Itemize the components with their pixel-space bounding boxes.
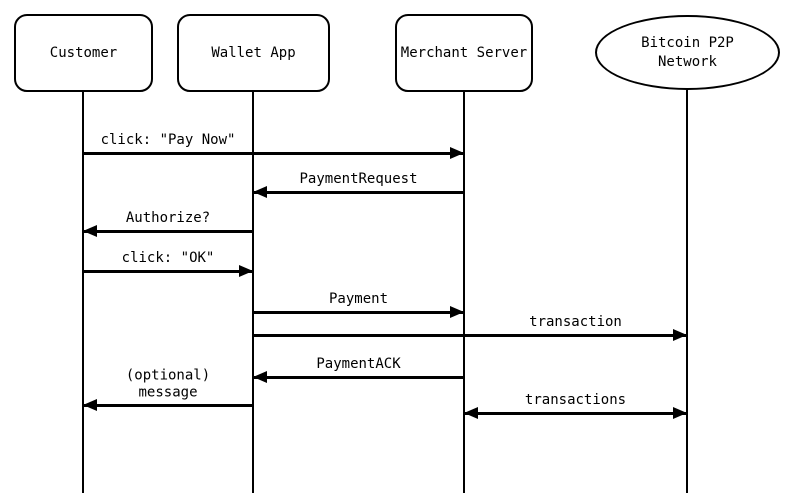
message-line-3 <box>83 270 253 273</box>
lifeline-wallet <box>252 92 254 493</box>
message-line-7 <box>83 404 253 407</box>
actor-merchant: Merchant Server <box>395 14 533 92</box>
lifeline-network <box>686 90 688 493</box>
message-arrowhead-6-left <box>253 371 267 383</box>
message-label-3: click: "OK" <box>121 250 215 267</box>
message-arrowhead-7-left <box>83 399 97 411</box>
message-label-2: Authorize? <box>125 210 211 227</box>
message-line-8 <box>464 412 687 415</box>
message-arrowhead-4-right <box>450 306 464 318</box>
message-arrowhead-5-right <box>673 329 687 341</box>
actor-network-label: Bitcoin P2P Network <box>641 35 734 70</box>
message-arrowhead-1-left <box>253 186 267 198</box>
message-arrowhead-8-left <box>464 407 478 419</box>
message-label-7: (optional) message <box>125 367 211 401</box>
message-label-4: Payment <box>328 291 389 308</box>
message-label-1: PaymentRequest <box>299 171 418 188</box>
message-line-2 <box>83 230 253 233</box>
message-line-5 <box>253 334 687 337</box>
message-label-6: PaymentACK <box>316 356 401 373</box>
actor-wallet-label: Wallet App <box>211 44 296 61</box>
actor-merchant-label: Merchant Server <box>400 44 528 61</box>
actor-wallet: Wallet App <box>177 14 330 92</box>
actor-customer-label: Customer <box>49 44 118 61</box>
actor-customer: Customer <box>14 14 153 92</box>
message-arrowhead-8-right <box>673 407 687 419</box>
message-line-1 <box>253 191 464 194</box>
message-label-8: transactions <box>524 392 627 409</box>
message-arrowhead-3-right <box>239 265 253 277</box>
message-line-4 <box>253 311 464 314</box>
message-line-6 <box>253 376 464 379</box>
lifeline-customer <box>82 92 84 493</box>
message-label-0: click: "Pay Now" <box>100 132 236 149</box>
lifeline-merchant <box>463 92 465 493</box>
message-line-0 <box>83 152 464 155</box>
actor-network: Bitcoin P2P Network <box>595 15 780 90</box>
message-arrowhead-0-right <box>450 147 464 159</box>
message-label-5: transaction <box>529 314 622 331</box>
message-arrowhead-2-left <box>83 225 97 237</box>
